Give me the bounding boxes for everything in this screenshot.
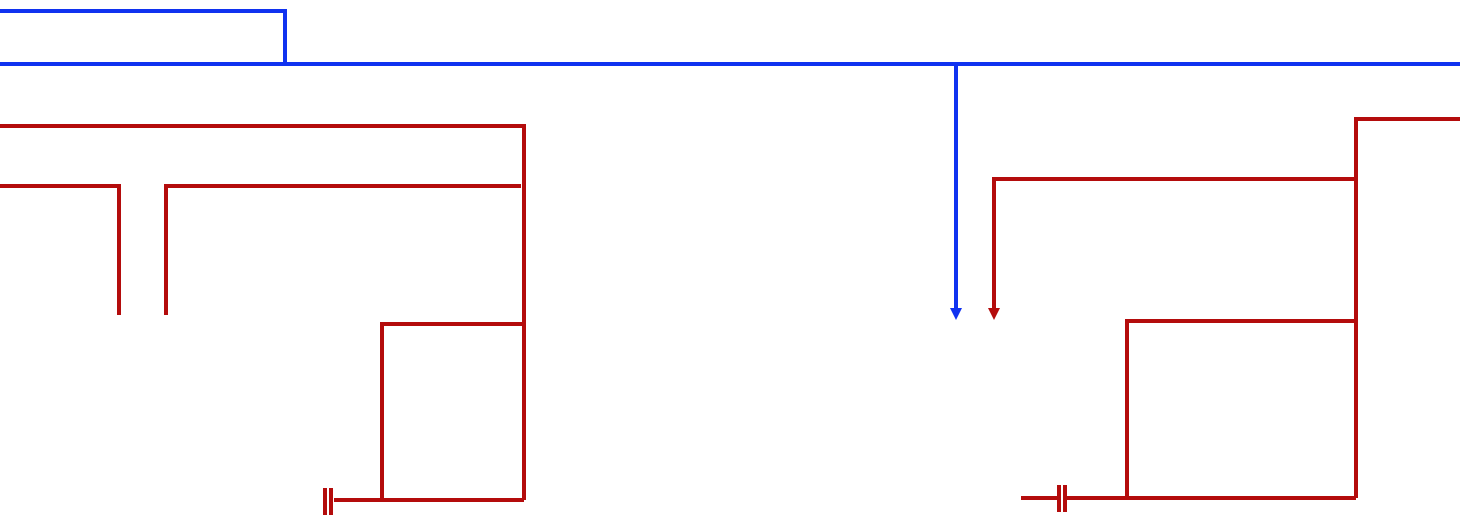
red-right-loop: [1125, 319, 1356, 500]
red-right-wire-group: [988, 117, 1460, 512]
red-left-third-wire: [164, 184, 521, 315]
blue-top-left-wire: [0, 9, 287, 64]
red-right-capacitor-icon: [1057, 485, 1067, 512]
red-left-capacitor-icon: [323, 488, 333, 515]
red-left-wire-group: [0, 124, 526, 515]
red-right-top-wire: [1354, 117, 1460, 498]
red-right-feed-wire: [992, 177, 1356, 308]
blue-wire-group: [0, 9, 1460, 320]
red-left-top-wire: [0, 124, 526, 500]
blue-drop-arrow-icon: [950, 308, 962, 320]
red-left-second-wire: [0, 184, 121, 315]
red-right-arrow-icon: [988, 308, 1000, 320]
red-left-loop: [380, 322, 524, 502]
